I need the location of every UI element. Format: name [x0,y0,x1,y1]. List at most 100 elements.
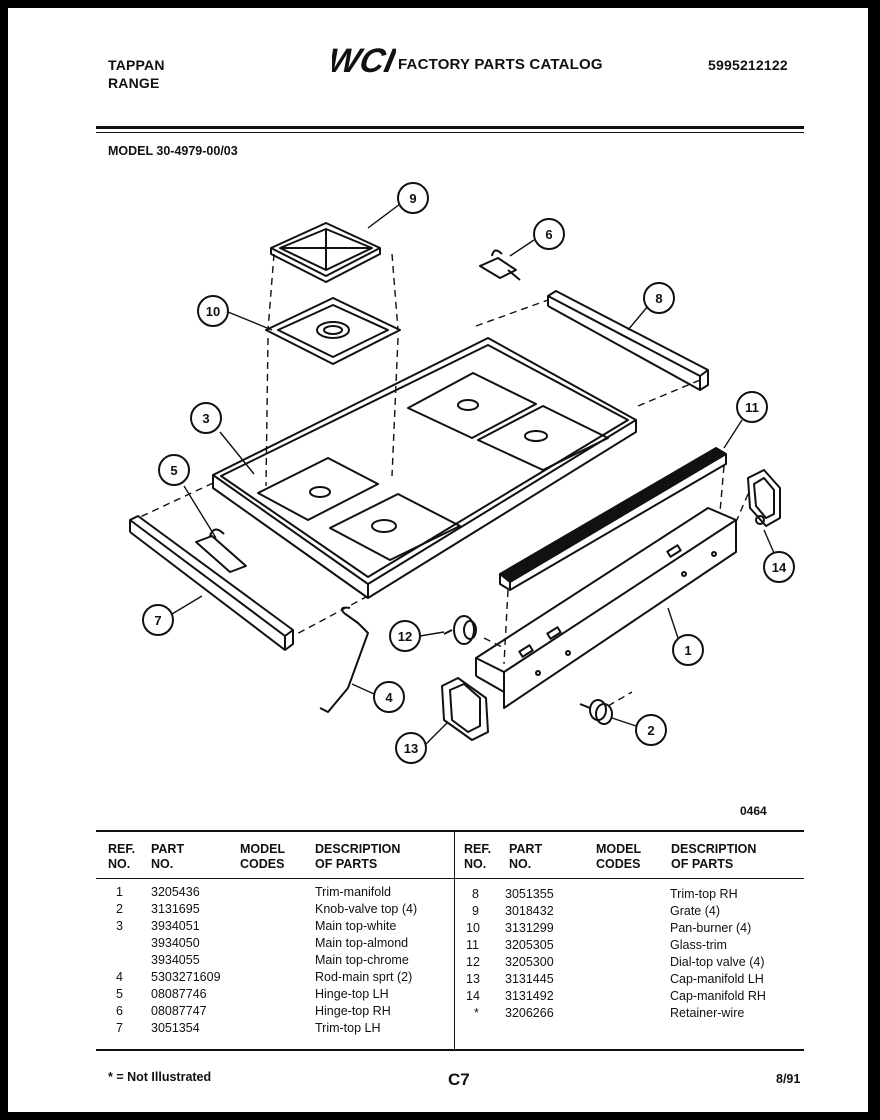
callout-9: 9 [409,191,416,206]
desc-cell: Pan-burner (4) [670,921,752,935]
part-cell: 3934055 [151,953,200,967]
ref-header-left: REF.NO. [108,842,136,871]
table-center-divider [454,831,455,1049]
page-code: C7 [448,1070,470,1089]
catalog-page: TAPPAN RANGE WCI FACTORY PARTS CATALOG 5… [8,8,868,1112]
callout-1-leader [667,607,704,666]
callout-12: 12 [398,629,412,644]
desc-cell: Hinge-top RH [315,1004,391,1018]
table-bottom-rule [96,1049,804,1051]
brand-name: TAPPAN [108,57,165,73]
dial-part [443,615,477,645]
part-cell: 3131695 [151,902,200,916]
part-cell: 3205436 [151,885,200,899]
desc-cell: Dial-top valve (4) [670,955,765,969]
part-cell: 3051355 [505,887,554,901]
ref-header-right: REF.NO. [464,842,492,871]
callout-4: 4 [385,690,393,705]
wci-logo: WCI [324,42,400,80]
table-row: 4 5303271609 Rod-main sprt (2) [8,969,454,986]
part-cell: 3205300 [505,955,554,969]
model-number: MODEL 30-4979-00/03 [108,144,238,158]
callout-7-leader [142,595,203,636]
desc-cell: Glass-trim [670,938,727,952]
callout-4-leader [351,681,405,713]
callout-5-leader [158,454,217,539]
header-rule-thin [96,132,804,133]
part-cell: 3018432 [505,904,554,918]
brand-block: TAPPAN RANGE [108,56,165,92]
part-cell: 3934050 [151,936,200,950]
table-row: 3934055 Main top-chrome [8,952,454,969]
callout-1: 1 [684,643,691,658]
callout-8: 8 [655,291,662,306]
glass-trim-part [499,447,727,591]
ref-cell: 12 [466,955,480,969]
part-cell: 3131445 [505,972,554,986]
table-row: 11 3205305 Glass-trim [8,937,868,954]
callout-10: 10 [206,304,220,319]
part-cell: 3131299 [505,921,554,935]
table-row: 6 08087747 Hinge-top RH [8,1003,454,1020]
ref-cell: 7 [116,1021,123,1035]
logo-lettering: WCI [332,42,396,76]
page-date: 8/91 [776,1072,801,1086]
table-row: 7 3051354 Trim-top LH [8,1020,454,1037]
callout-12-leader [389,620,445,652]
callout-11: 11 [745,400,759,415]
callout-7: 7 [154,613,161,628]
part-cell: 3205305 [505,938,554,952]
callout-10-leader [197,295,273,331]
desc-cell: Retainer-wire [670,1006,745,1020]
ref-cell: 8 [472,887,479,901]
knob-part [579,699,613,725]
part-cell: 3051354 [151,1021,200,1035]
desc-cell: Main top-chrome [315,953,409,967]
hinge-rh-part [479,249,521,281]
callout-2-leader [611,714,667,746]
desc-cell: Cap-manifold LH [670,972,764,986]
desc-cell: Rod-main sprt (2) [315,970,413,984]
desc-cell: Knob-valve top (4) [315,902,418,916]
desc-cell: Cap-manifold RH [670,989,766,1003]
part-cell: 3131492 [505,989,554,1003]
catalog-number: 5995212122 [708,57,788,73]
callout-9-leader [367,182,429,229]
trim-top-rh-part [547,290,709,391]
ref-cell: 3 [116,919,123,933]
ref-cell: 5 [116,987,123,1001]
part-cell: 3206266 [505,1006,554,1020]
callout-8-leader [627,282,675,331]
trim-top-lh-part [129,515,294,651]
callout-14-leader [763,529,795,583]
part-cell: 08087747 [151,1004,207,1018]
callout-group [142,182,795,764]
desc-cell: Trim-top LH [315,1021,381,1035]
main-top-part [212,337,637,599]
header-rule-thick [96,126,804,129]
callout-11-leader [723,391,768,449]
table-top-rule [96,830,804,832]
part-cell: 08087746 [151,987,207,1001]
ref-cell: 11 [466,938,479,952]
catalog-title: FACTORY PARTS CATALOG [398,56,603,73]
desc-cell: Trim-manifold [315,885,391,899]
ref-cell: 6 [116,1004,123,1018]
assembly-lines [137,253,749,707]
ref-cell: 4 [116,970,123,984]
ref-cell: 9 [472,904,479,918]
part-cell: 5303271609 [151,970,221,984]
exploded-parts-diagram: 1 2 3 4 5 6 7 8 9 10 11 12 13 14 [129,182,795,764]
